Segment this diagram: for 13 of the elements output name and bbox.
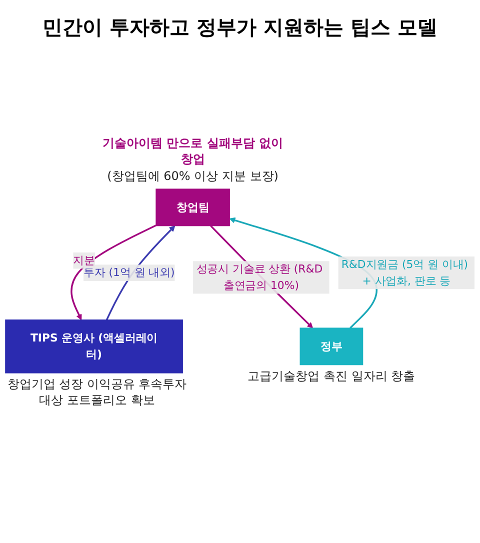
edge-label: 지분 bbox=[73, 254, 95, 267]
node-box: 정부 bbox=[300, 328, 364, 366]
note-text: 창업기업 성장 이익공유 후속투자 대상 포트폴리오 확보 bbox=[6, 376, 188, 408]
note-text: (창업팀에 60% 이상 지분 보장) bbox=[106, 169, 280, 185]
edge-label: 투자 (1억 원 내외) bbox=[83, 266, 175, 279]
node-box: 창업팀 bbox=[156, 188, 230, 226]
note-text: 기술아이템 만으로 실패부담 없이 창업 bbox=[102, 136, 284, 168]
arrow bbox=[70, 224, 156, 320]
edge-label: R&D지원금 (5억 원 이내) + 사업화, 판로 등 bbox=[341, 258, 468, 288]
node-box: TIPS 운영사 (액셀러레이터) bbox=[5, 320, 183, 374]
title: 민간이 투자하고 정부가 지원하는 팁스 모델 bbox=[42, 14, 438, 41]
note-text: 고급기술창업 촉진 일자리 창출 bbox=[246, 368, 416, 384]
edge-label: 성공시 기술료 상환 (R&D 출연금의 10%) bbox=[196, 262, 323, 292]
